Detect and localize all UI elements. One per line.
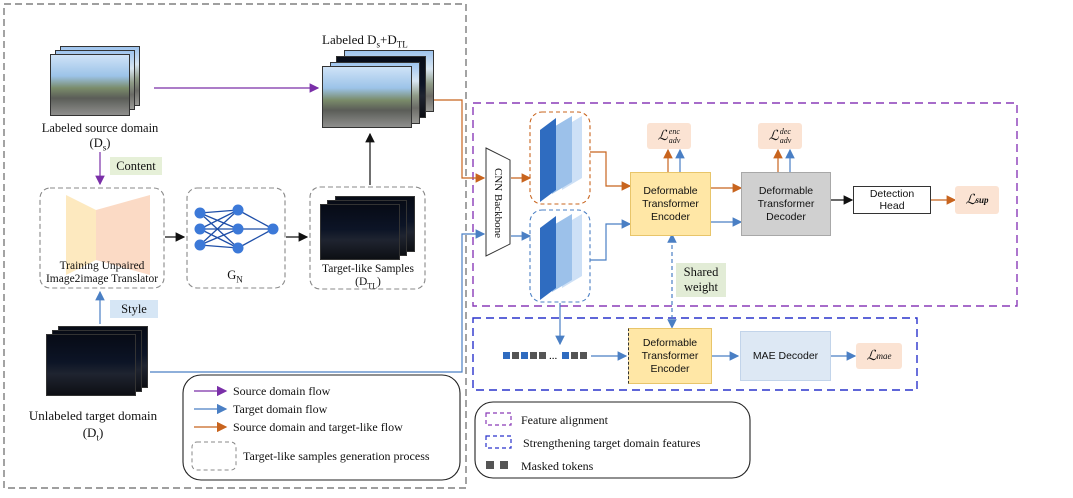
unlabeled-target-symbol: (Dt) <box>82 425 104 443</box>
target-like-symbol: (DTL) <box>355 276 381 291</box>
legend-masked-token-2 <box>500 461 508 469</box>
legend-right-box <box>474 401 751 479</box>
source-feature-stack <box>540 116 582 202</box>
translator-encoder-shape <box>66 195 96 275</box>
legend-navy-box <box>485 435 512 449</box>
legend-target-flow: Target domain flow <box>233 402 328 416</box>
legend-feature-alignment: Feature alignment <box>521 413 608 427</box>
legend-masked-tokens: Masked tokens <box>521 459 594 473</box>
target-feature-box <box>529 209 591 303</box>
strengthening-box <box>472 317 918 391</box>
target-features-to-encoder-arrow <box>590 219 632 261</box>
translator-label-2: Image2image Translator <box>45 273 159 285</box>
cnn-backbone-shape <box>485 147 511 257</box>
labeled-source-label: Labeled source domain <box>41 121 159 135</box>
legend-masked-token-1 <box>486 461 494 469</box>
content-tag: Content <box>110 157 162 175</box>
translator-label-1: Training Unpaired <box>59 260 145 272</box>
source-features-to-encoder-arrow <box>590 151 632 191</box>
generation-frame <box>3 3 467 489</box>
source-feature-box <box>529 111 591 205</box>
gn-label: GN <box>227 268 243 285</box>
feature-alignment-box <box>472 102 1018 307</box>
legend-source-target-like-flow: Source domain and target-like flow <box>233 420 403 434</box>
target-photo-front <box>46 334 136 396</box>
gn-network-icon <box>199 209 274 249</box>
target-to-cnn-arrow <box>150 229 486 373</box>
unlabeled-target-label: Unlabeled target domain <box>28 408 158 423</box>
translator-box <box>39 187 165 289</box>
cnn-backbone-label: CNN Backbone <box>492 168 504 238</box>
legend-generation-process: Target-like samples generation process <box>243 449 430 463</box>
target-like-label: Target-like Samples <box>322 263 414 275</box>
legend-strengthening: Strengthening target domain features <box>523 436 701 450</box>
legend-source-flow: Source domain flow <box>233 384 331 398</box>
token-row: ... <box>503 350 587 362</box>
style-tag: Style <box>110 300 158 318</box>
legend-purple-box <box>485 412 512 426</box>
labeled-photo-front <box>322 66 412 128</box>
target-feature-stack <box>540 214 582 300</box>
labeled-ds-dtl-label: Labeled Ds+DTL <box>322 32 408 50</box>
legend-dashed-box <box>191 441 237 471</box>
legend-left-box <box>182 374 461 481</box>
svg-text:...: ... <box>549 350 558 362</box>
mae-decoder: MAE Decoder <box>740 331 831 381</box>
labeled-source-symbol: (Ds) <box>89 136 111 153</box>
target-like-photo-front <box>320 204 400 260</box>
translator-decoder-shape <box>96 195 150 275</box>
source-photo-front <box>50 54 130 116</box>
labeled-to-cnn-arrow <box>434 99 486 183</box>
gn-box <box>186 187 286 289</box>
